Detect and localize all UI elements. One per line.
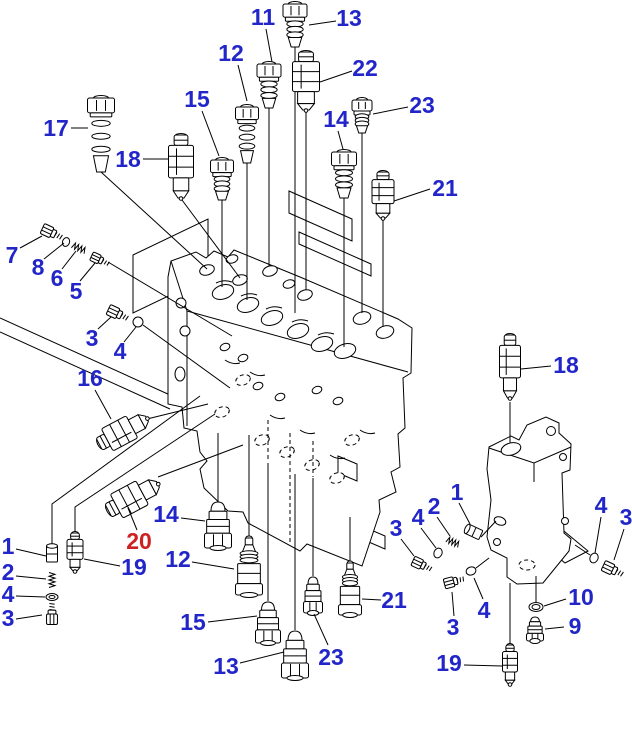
part-plug-3-right-c xyxy=(442,576,465,590)
part-spring-2-bottom xyxy=(47,572,57,588)
callout-11[interactable]: 11 xyxy=(251,4,276,30)
part-valve-20 xyxy=(105,479,161,518)
callout-5[interactable]: 5 xyxy=(70,278,83,304)
part-valve-11 xyxy=(256,61,282,109)
callout-3-left[interactable]: 3 xyxy=(86,325,99,351)
callout-6[interactable]: 6 xyxy=(51,265,64,291)
callout-4-right-b[interactable]: 4 xyxy=(595,492,608,518)
callout-22[interactable]: 22 xyxy=(352,55,378,81)
part-plug-23-top xyxy=(351,97,373,134)
main-valve-body xyxy=(167,249,413,567)
callout-4-right-c[interactable]: 4 xyxy=(478,597,491,623)
callout-19-right[interactable]: 19 xyxy=(436,650,462,676)
callout-15-bottom[interactable]: 15 xyxy=(180,609,206,635)
callout-20[interactable]: 20 xyxy=(126,528,152,554)
callout-7[interactable]: 7 xyxy=(6,242,19,268)
callout-13-top[interactable]: 13 xyxy=(336,5,362,31)
part-plug-1-right xyxy=(463,523,484,540)
callout-3-right-a[interactable]: 3 xyxy=(390,515,403,541)
callout-1-bottom[interactable]: 1 xyxy=(2,533,15,559)
part-oring-8 xyxy=(61,237,71,247)
part-valve-12-top xyxy=(235,104,259,164)
callout-16[interactable]: 16 xyxy=(77,365,103,391)
part-valve-18-right xyxy=(499,333,521,401)
assembly-axis-lines xyxy=(51,47,591,644)
part-oring-4-right-b xyxy=(589,552,599,564)
callout-12-bottom[interactable]: 12 xyxy=(165,546,191,572)
part-plug-3-right-b xyxy=(601,560,624,577)
callout-19-left[interactable]: 19 xyxy=(121,554,147,580)
callout-12-top[interactable]: 12 xyxy=(218,40,244,66)
part-valve-12-bottom xyxy=(235,535,263,598)
part-screw-5 xyxy=(89,251,110,266)
callout-18-left[interactable]: 18 xyxy=(115,146,141,172)
part-valve-21-top xyxy=(371,170,395,221)
part-valve-13-bottom xyxy=(281,630,309,681)
part-plug-9 xyxy=(526,616,544,644)
callout-21-bottom[interactable]: 21 xyxy=(381,587,407,613)
part-plug-1-bottom xyxy=(46,543,58,563)
part-relief-valve-17 xyxy=(87,95,115,173)
part-oring-4-bottom xyxy=(45,593,59,601)
part-spring-6 xyxy=(71,241,86,254)
part-plug-7 xyxy=(40,223,63,240)
callout-4-left[interactable]: 4 xyxy=(114,338,127,364)
part-valve-15-bottom xyxy=(255,601,281,646)
callout-4-bottom[interactable]: 4 xyxy=(2,581,15,607)
part-plug-23-bottom xyxy=(303,576,323,616)
callout-3-right-c[interactable]: 3 xyxy=(447,614,460,640)
callout-21-top[interactable]: 21 xyxy=(432,175,458,201)
part-valve-18-left xyxy=(168,133,194,201)
callout-13-bottom[interactable]: 13 xyxy=(213,653,239,679)
part-valve-21-bottom xyxy=(338,560,362,618)
part-oring-4-right-c xyxy=(465,566,477,576)
callout-15-top[interactable]: 15 xyxy=(184,86,210,112)
callout-18-right[interactable]: 18 xyxy=(553,352,579,378)
part-valve-19-right xyxy=(502,643,518,687)
part-plug-3-right-a xyxy=(410,556,433,572)
part-plug-3-left xyxy=(106,304,129,321)
callout-3-right-b[interactable]: 3 xyxy=(620,504,632,530)
parts xyxy=(40,1,624,687)
part-oring-10 xyxy=(528,602,544,612)
part-valve-13-top xyxy=(282,1,308,48)
part-valve-15-top xyxy=(210,157,234,201)
callout-1-right[interactable]: 1 xyxy=(451,479,464,505)
callout-14-bottom[interactable]: 14 xyxy=(153,501,179,527)
part-valve-14-top xyxy=(331,149,357,199)
part-plug-3-bottom xyxy=(46,603,58,625)
part-spring-2-right xyxy=(445,535,460,548)
part-ball-4-left xyxy=(132,316,144,328)
part-valve-19-left xyxy=(66,531,84,574)
callout-23-top[interactable]: 23 xyxy=(409,92,435,118)
right-valve-body xyxy=(486,416,572,585)
part-valve-22 xyxy=(292,50,320,113)
callout-2-bottom[interactable]: 2 xyxy=(2,559,15,585)
callout-2-right[interactable]: 2 xyxy=(428,493,441,519)
callout-23-bottom[interactable]: 23 xyxy=(318,644,344,670)
callout-17[interactable]: 17 xyxy=(43,115,69,141)
callout-14-top[interactable]: 14 xyxy=(323,106,349,132)
callout-3-bottom[interactable]: 3 xyxy=(2,605,15,631)
part-valve-16 xyxy=(96,413,150,451)
callout-4-right-a[interactable]: 4 xyxy=(412,504,425,530)
leader-lines xyxy=(15,20,625,667)
part-oring-4-right-a xyxy=(433,547,443,559)
part-valve-14-bottom xyxy=(204,501,232,551)
callout-8[interactable]: 8 xyxy=(32,254,45,280)
callout-9[interactable]: 9 xyxy=(569,613,582,639)
callout-10[interactable]: 10 xyxy=(568,584,594,610)
